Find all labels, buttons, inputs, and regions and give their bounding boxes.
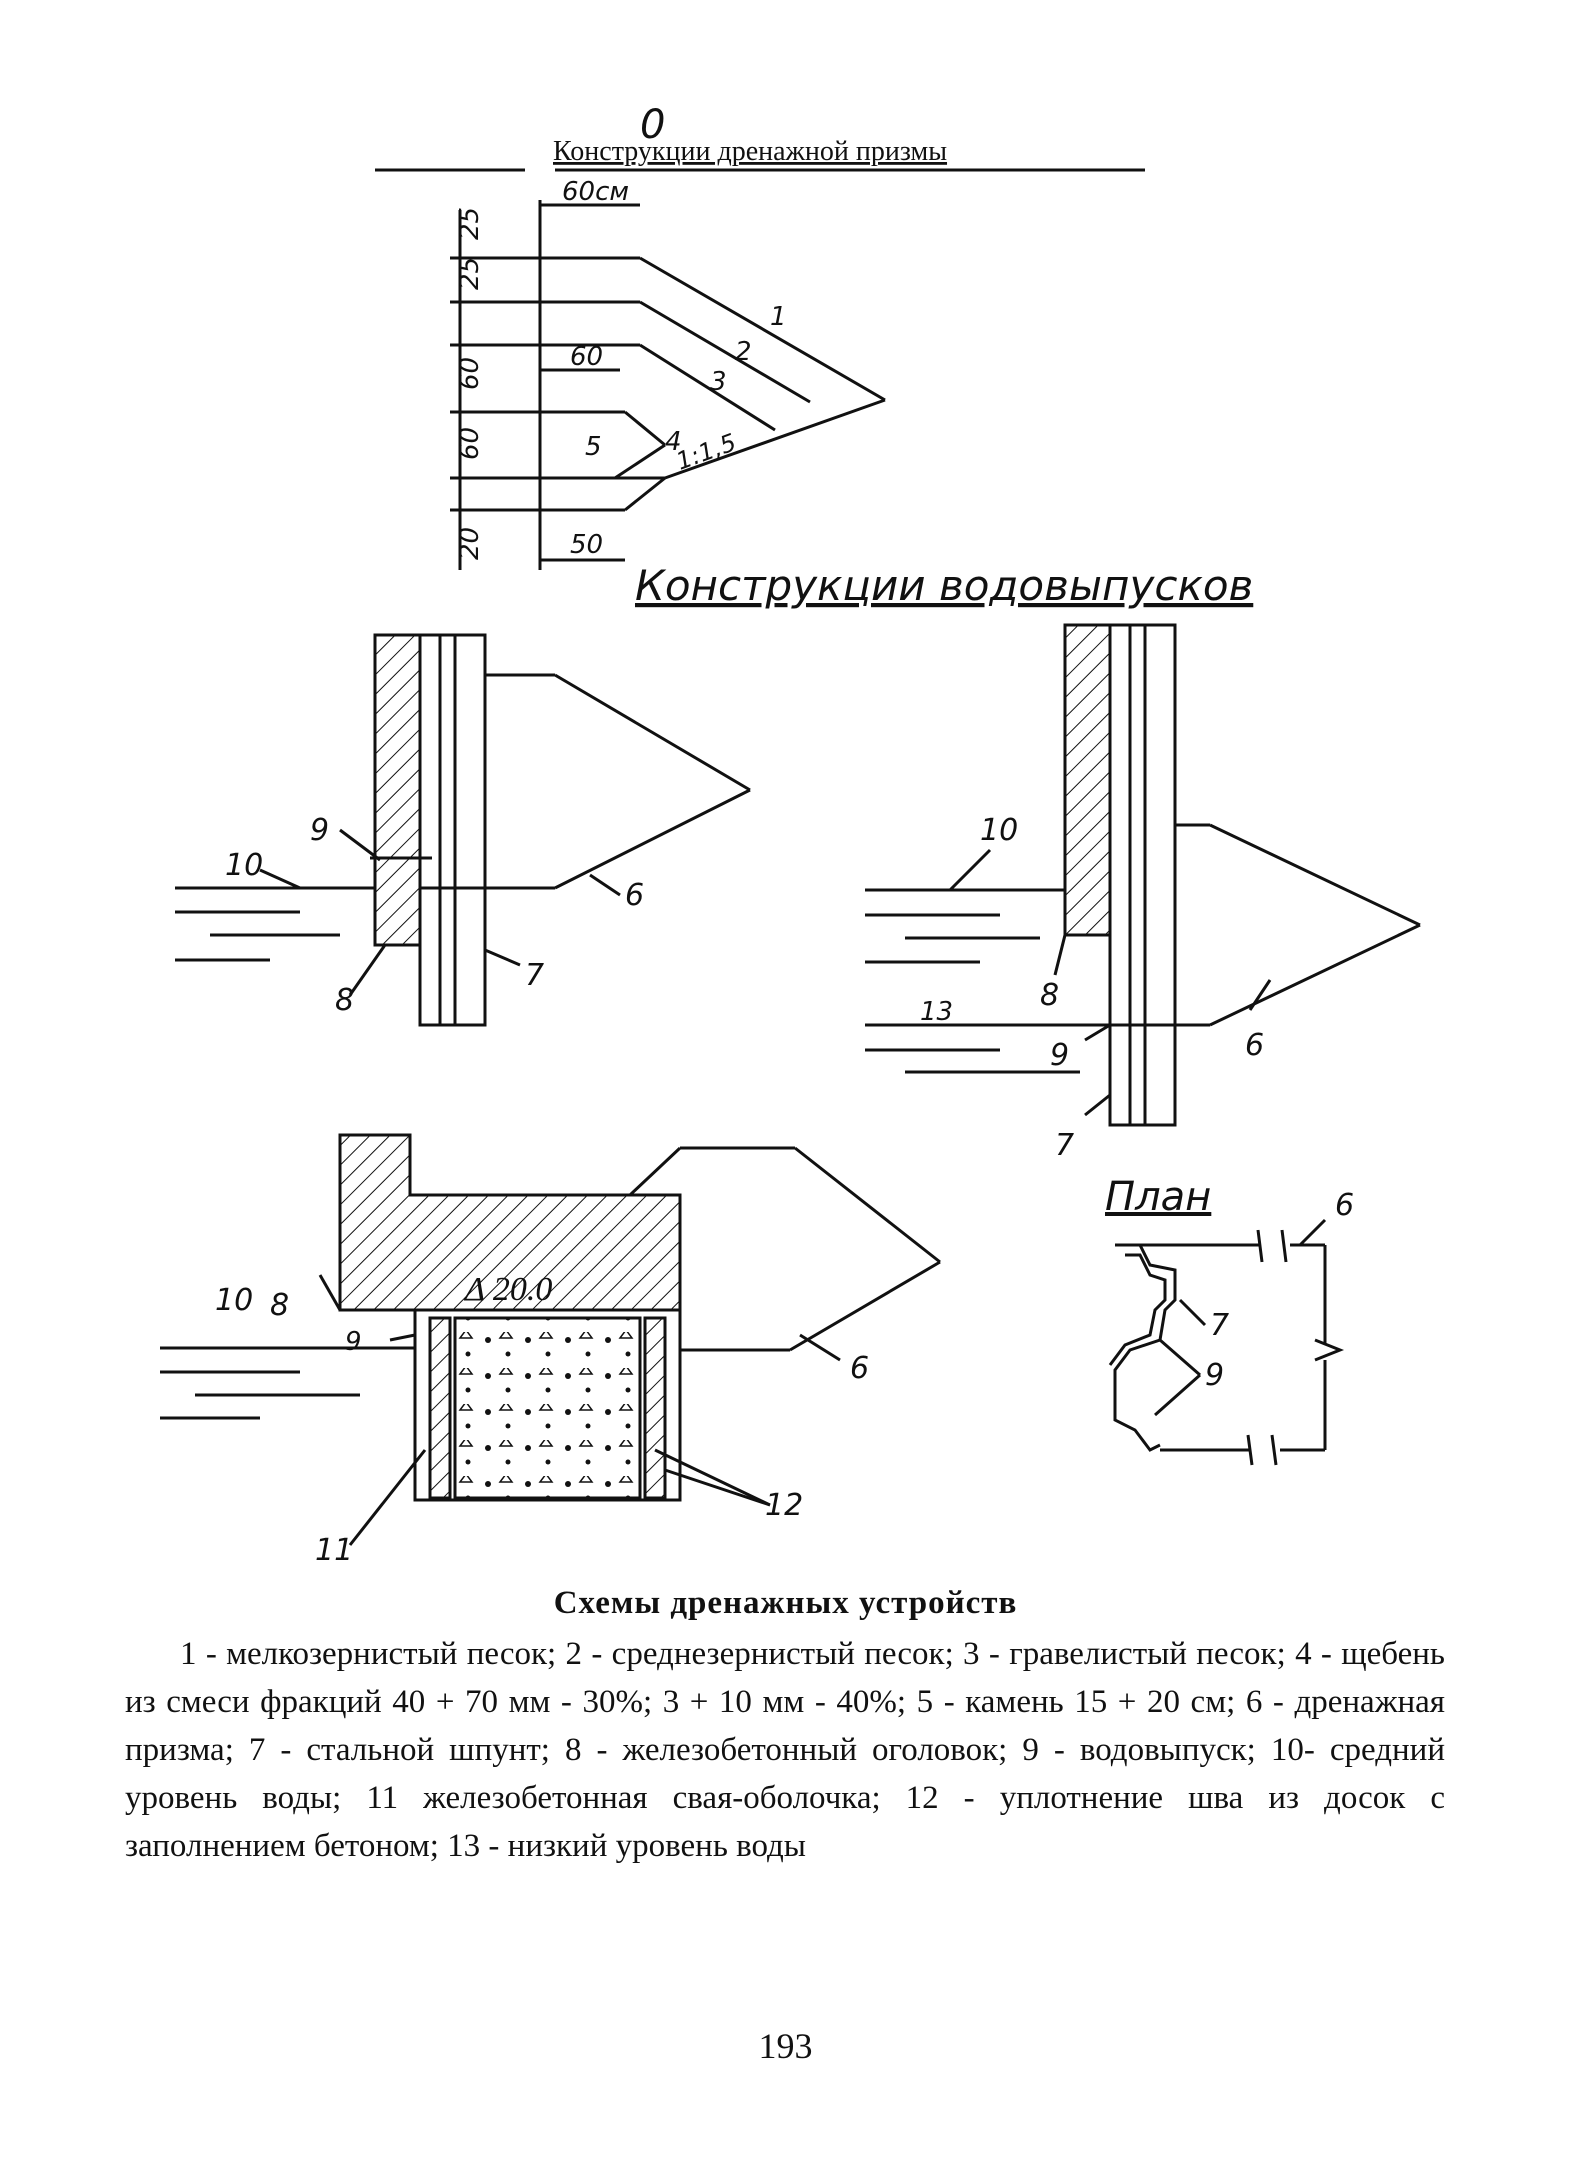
callout-9: 9 bbox=[1205, 1358, 1224, 1393]
callout-13: 13 bbox=[920, 997, 953, 1027]
prism-layer-height: 25 bbox=[455, 257, 485, 290]
prism-layer-height: 25 bbox=[455, 207, 485, 240]
prism-label-4: 4 bbox=[665, 427, 682, 457]
prism-title: Конструкции дренажной призмы bbox=[553, 136, 947, 167]
callout-8: 8 bbox=[1040, 978, 1059, 1013]
outlet-2-diagram bbox=[865, 623, 1421, 1127]
prism-label-5: 5 bbox=[585, 432, 602, 462]
callout-7: 7 bbox=[1210, 1308, 1229, 1343]
callout-9: 9 bbox=[345, 1327, 362, 1357]
prism-dim-bottom: 50 bbox=[570, 530, 603, 560]
callout-10: 10 bbox=[980, 813, 1018, 848]
pier-top-elevation: Δ 20.0 bbox=[463, 1271, 552, 1308]
callout-6: 6 bbox=[1245, 1028, 1264, 1063]
callout-10: 10 bbox=[215, 1283, 253, 1318]
callout-12: 12 bbox=[765, 1488, 803, 1523]
callout-6: 6 bbox=[1335, 1188, 1354, 1223]
outlet-3-diagram bbox=[160, 1133, 941, 1546]
prism-mark: 0 bbox=[640, 102, 665, 148]
prism-dim-top: 60см bbox=[562, 177, 629, 207]
caption-title: Схемы дренажных устройств bbox=[553, 1585, 1018, 1621]
prism-diagram bbox=[375, 168, 1145, 570]
callout-6: 6 bbox=[850, 1351, 869, 1386]
drainage-figure: 0 Конструкции дренажной призмы 60см 60 5… bbox=[160, 102, 1421, 1568]
prism-layer-height: 60 bbox=[455, 357, 485, 390]
callout-9: 9 bbox=[310, 813, 329, 848]
plan-diagram bbox=[1108, 1218, 1345, 1466]
prism-dim-mid: 60 bbox=[570, 342, 603, 372]
callout-8: 8 bbox=[270, 1288, 289, 1323]
callout-6: 6 bbox=[625, 878, 644, 913]
outlet-title: Конструкции водовыпусков bbox=[635, 561, 1253, 610]
outlet-1-diagram bbox=[175, 633, 751, 1027]
callout-7: 7 bbox=[525, 958, 544, 993]
prism-label-1: 1 bbox=[770, 302, 787, 332]
page-number: 193 bbox=[758, 2026, 813, 2066]
prism-label-2: 2 bbox=[735, 337, 752, 367]
callout-9: 9 bbox=[1050, 1038, 1069, 1073]
prism-label-3: 3 bbox=[710, 367, 727, 397]
caption-text: 1 - мелкозернистый песок; 2 - среднезерн… bbox=[125, 1636, 1445, 1864]
callout-10: 10 bbox=[225, 848, 263, 883]
prism-layer-height: 60 bbox=[455, 427, 485, 460]
callout-7: 7 bbox=[1055, 1128, 1074, 1163]
prism-layer-height: 20 bbox=[455, 527, 485, 560]
prism-slope: 1:1,5 bbox=[672, 428, 739, 475]
callout-8: 8 bbox=[335, 983, 354, 1018]
plan-title: План bbox=[1105, 1174, 1211, 1220]
callout-11: 11 bbox=[315, 1533, 353, 1568]
